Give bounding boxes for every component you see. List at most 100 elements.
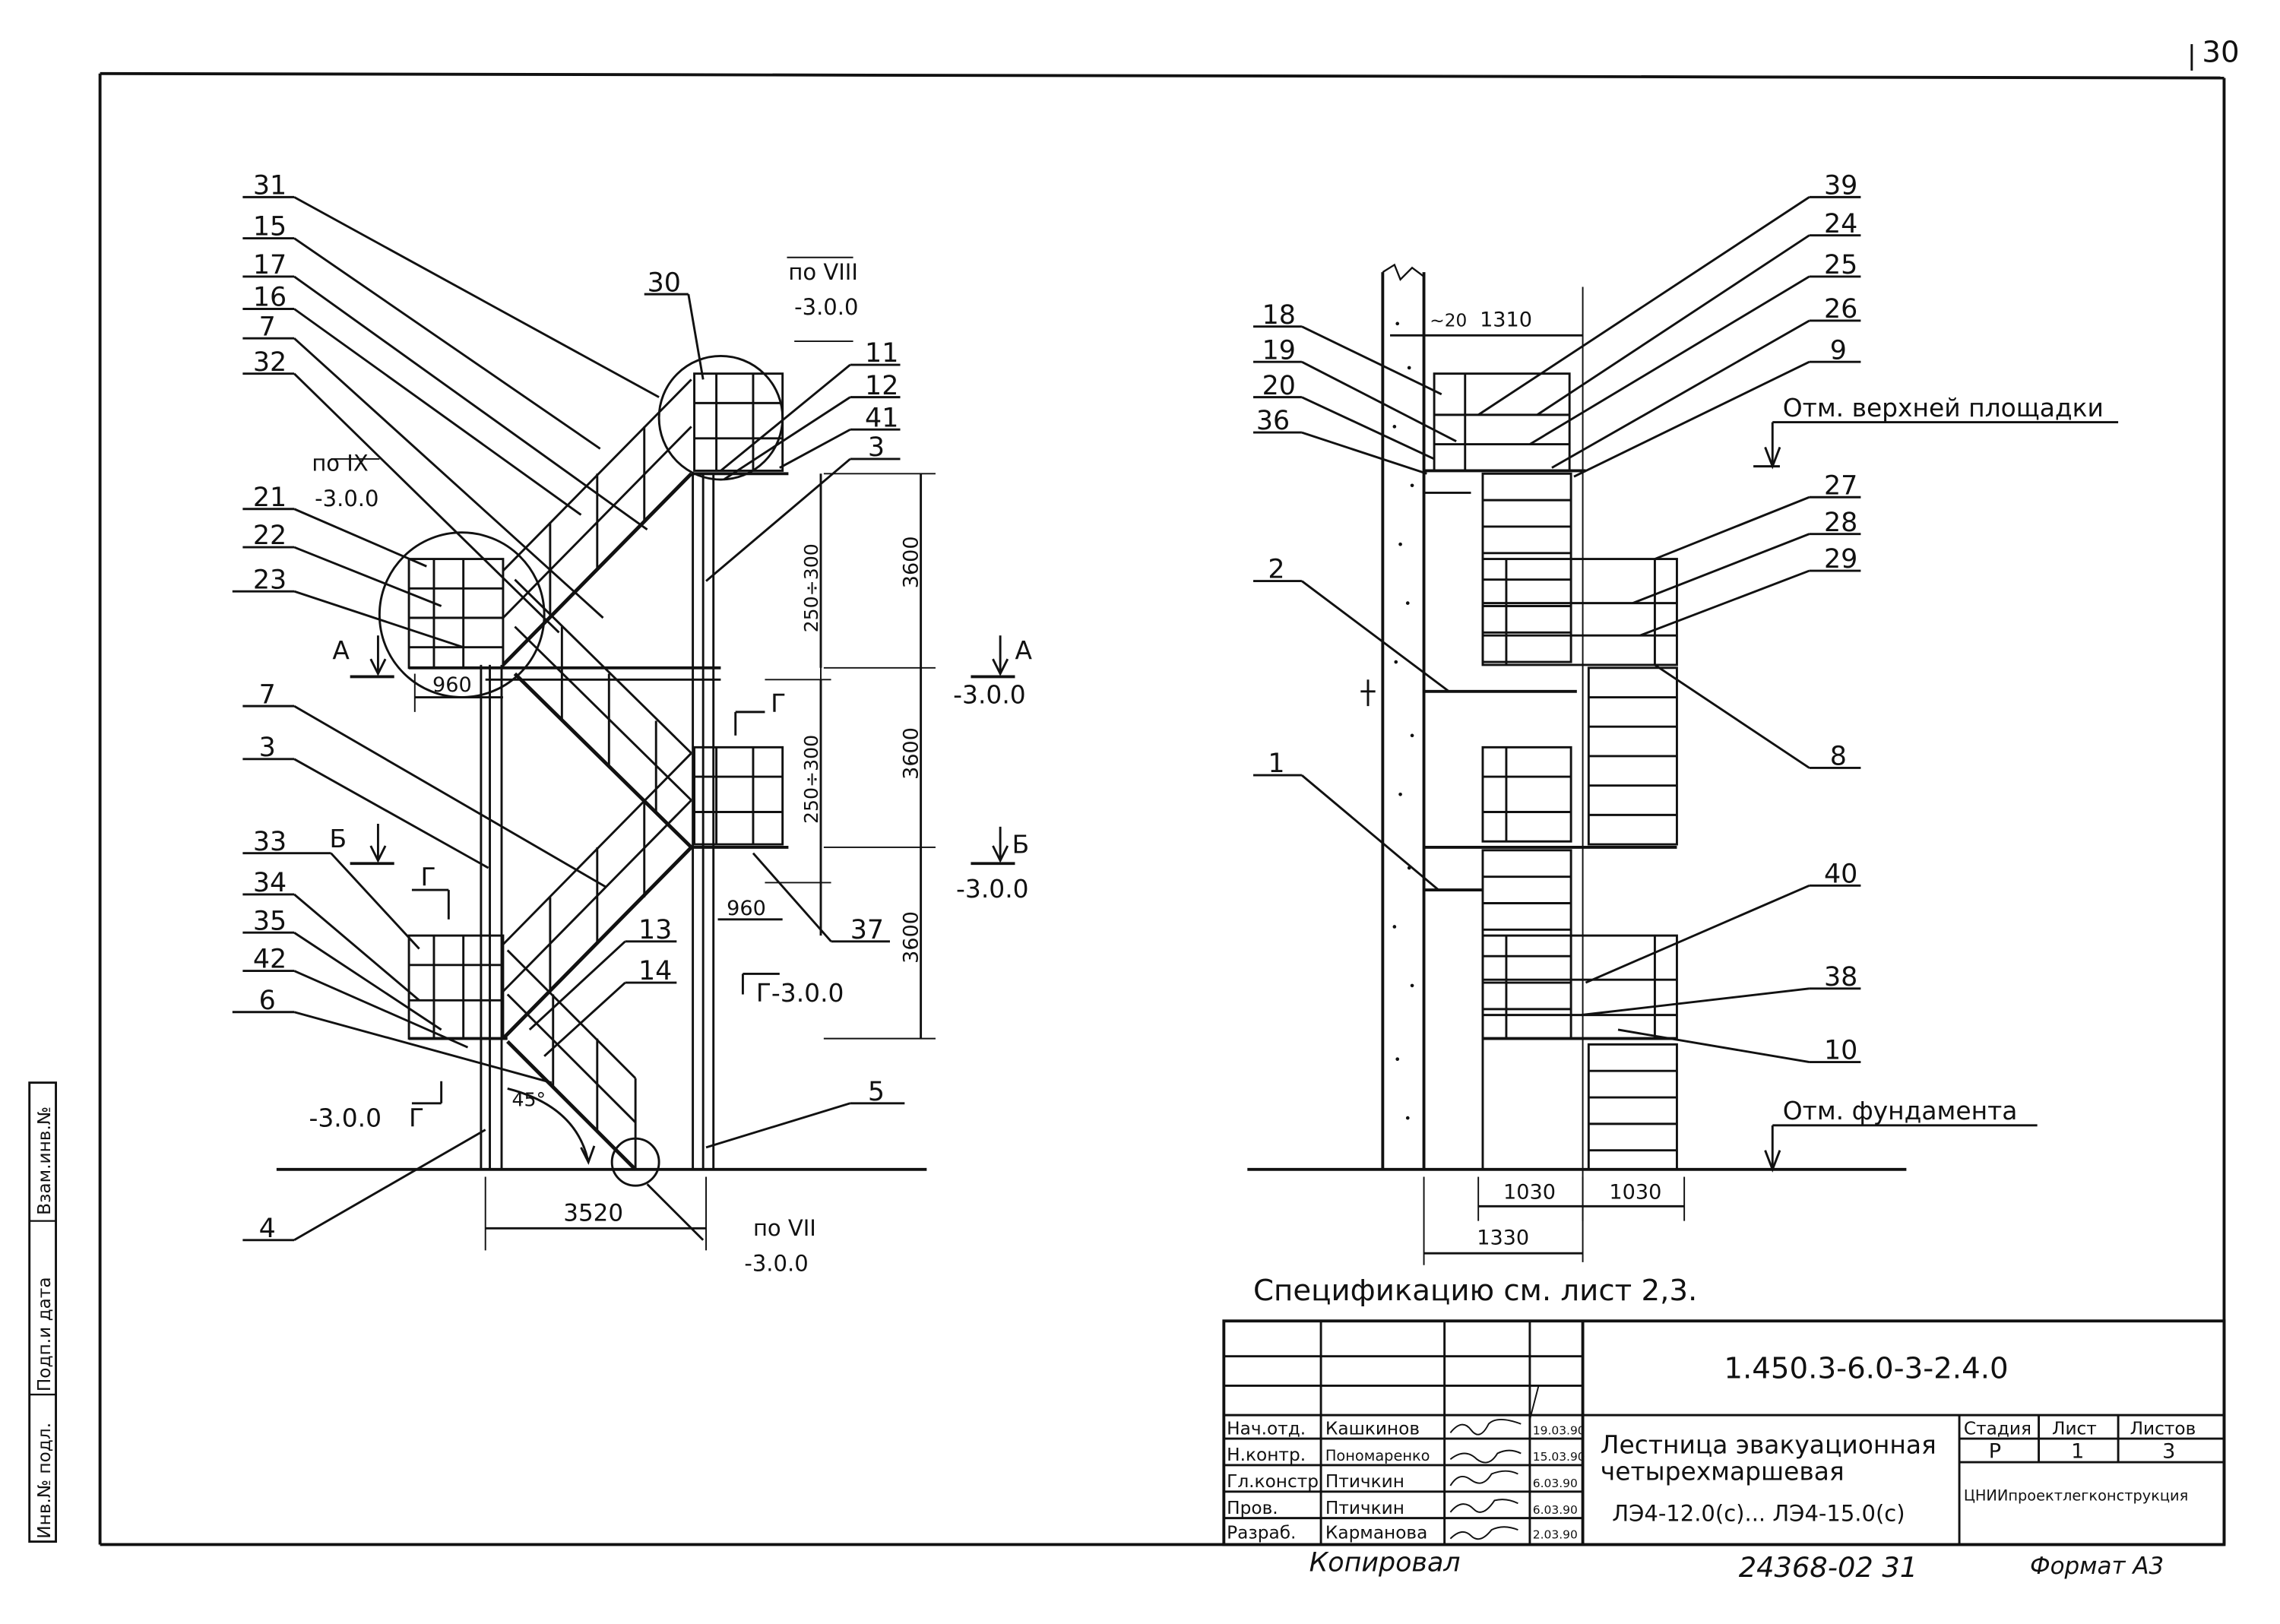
- left-elevation: [232, 195, 1015, 1251]
- callout-9: 9: [1830, 335, 1847, 366]
- callout-8: 8: [1830, 742, 1847, 772]
- callout-26: 26: [1824, 294, 1857, 324]
- callout-25: 25: [1824, 250, 1857, 280]
- ref-vii-level: -3.0.0: [744, 1250, 808, 1276]
- callout-27: 27: [1824, 470, 1857, 501]
- section-a-right: А: [1015, 635, 1032, 665]
- callout-21: 21: [253, 483, 287, 513]
- dim-angle: 45°: [512, 1089, 546, 1111]
- callout-7b: 7: [259, 679, 276, 710]
- stamp-cell-2: Подп.и дата: [34, 1277, 55, 1391]
- dim-960-left: 960: [432, 673, 472, 697]
- callout-42: 42: [253, 945, 287, 975]
- role-1: Нач.отд.: [1227, 1418, 1306, 1439]
- dim-1310: 1310: [1480, 309, 1532, 332]
- ref-viii: по VIII: [788, 259, 857, 285]
- callout-23: 23: [253, 565, 287, 595]
- dim-h3: 3600: [900, 911, 923, 964]
- name-5: Карманова: [1325, 1523, 1427, 1543]
- callout-11: 11: [865, 338, 898, 369]
- dim-1030-a: 1030: [1503, 1181, 1556, 1205]
- right-dimensions: ~20 1310 1030 1030 1330: [1430, 309, 1661, 1250]
- role-5: Разраб.: [1227, 1523, 1296, 1543]
- dim-h1: 3600: [900, 536, 923, 588]
- format-label: Формат А3: [2030, 1553, 2164, 1580]
- level-bottom-label: Отм. фундамента: [1783, 1096, 2018, 1125]
- mid-callouts: 30 11 12 41 3 13 14 37 5: [638, 268, 898, 1107]
- dim-960-mid: 960: [727, 897, 766, 920]
- callout-33: 33: [253, 827, 287, 857]
- dim-offset: ~20: [1430, 311, 1467, 331]
- role-2: Н.контр.: [1227, 1445, 1306, 1465]
- dim-3520: 3520: [563, 1200, 623, 1227]
- left-dimensions: 960 960 3520 45° 3600 3600 3600 250÷300 …: [432, 536, 923, 1227]
- callout-18: 18: [1262, 300, 1296, 331]
- callout-38: 38: [1824, 962, 1857, 992]
- name-3: Птичкин: [1325, 1471, 1404, 1492]
- section-g-mid: Г: [771, 689, 786, 718]
- copied-label: Копировал: [1309, 1547, 1461, 1578]
- spec-note: Спецификацию см. лист 2,3.: [1253, 1274, 1697, 1308]
- name-4: Птичкин: [1325, 1498, 1404, 1518]
- archive-number: 24368-02 31: [1739, 1551, 1917, 1584]
- wall-hatch: [1392, 321, 1414, 1120]
- role-3: Гл.констр: [1227, 1471, 1319, 1492]
- callout-30: 30: [648, 268, 681, 298]
- callout-15: 15: [253, 212, 287, 242]
- callout-5: 5: [868, 1077, 885, 1107]
- dim-gap1: 250÷300: [800, 543, 822, 632]
- section-a-level: -3.0.0: [953, 679, 1026, 709]
- callout-19: 19: [1262, 335, 1296, 366]
- section-a-left: А: [332, 635, 350, 665]
- dim-1030-b: 1030: [1609, 1181, 1661, 1205]
- callout-10: 10: [1824, 1036, 1857, 1066]
- callout-3a: 3: [259, 733, 276, 763]
- callout-16: 16: [253, 283, 287, 313]
- sheet-header: Лист: [2052, 1418, 2097, 1439]
- page-number: 30: [2202, 35, 2239, 69]
- section-b-left: Б: [330, 824, 347, 853]
- stamp-cell-1: Инв.№ подл.: [34, 1423, 55, 1539]
- callout-41: 41: [865, 403, 898, 433]
- callout-22: 22: [253, 521, 287, 551]
- drawing-code: 1.450.3-6.0-3-2.4.0: [1724, 1352, 2008, 1386]
- dim-h2: 3600: [900, 727, 923, 780]
- sheet-value: 1: [2071, 1439, 2084, 1463]
- callout-4: 4: [259, 1214, 276, 1244]
- title-line-2: четырехмаршевая: [1601, 1456, 1845, 1486]
- callout-1: 1: [1268, 749, 1284, 779]
- sheets-value: 3: [2162, 1439, 2175, 1463]
- callout-3b: 3: [868, 432, 885, 463]
- section-g-level: -3.0.0: [309, 1103, 382, 1133]
- side-stamp: Инв.№ подл. Подп.и дата Взам.инв.№: [28, 1081, 57, 1543]
- name-1: Кашкинов: [1325, 1418, 1420, 1439]
- callout-12: 12: [865, 371, 898, 401]
- title-block: [1222, 1319, 2226, 1546]
- section-g-bottom: Г: [409, 1103, 424, 1133]
- stamp-cell-3: Взам.инв.№: [34, 1106, 55, 1215]
- title-line-1: Лестница эвакуационная: [1601, 1429, 1936, 1459]
- callout-29: 29: [1824, 544, 1857, 575]
- callout-39: 39: [1824, 171, 1857, 201]
- left-refs: по VIII -3.0.0 по IX -3.0.0 по VII -3.0.…: [312, 259, 858, 1277]
- left-sections: А А -3.0.0 Б Б -3.0.0 Г Г Г-3.0.0 -3.0.0…: [309, 635, 1032, 1133]
- left-callouts: 31 15 17 16 7 32 21 22 23 7 3 33 34 35 4…: [253, 171, 287, 1244]
- date-4: 6.03.90: [1533, 1503, 1578, 1517]
- callout-36: 36: [1256, 406, 1290, 436]
- callout-34: 34: [253, 868, 287, 898]
- callout-40: 40: [1824, 859, 1857, 889]
- callout-2: 2: [1268, 555, 1284, 585]
- callout-13: 13: [638, 915, 672, 945]
- section-b-right: Б: [1012, 830, 1030, 859]
- callout-31: 31: [253, 171, 287, 201]
- date-3: 6.03.90: [1533, 1477, 1578, 1490]
- stage-value: Р: [1989, 1439, 2001, 1463]
- right-callouts: 18 19 20 36 2 1 39 24 25 26 9 27 28 29 8…: [1256, 171, 1857, 1066]
- org-name: ЦНИИпроектлегконструкция: [1964, 1486, 2188, 1504]
- role-4: Пров.: [1227, 1498, 1278, 1518]
- section-g-top: Г: [421, 862, 436, 891]
- callout-35: 35: [253, 906, 287, 936]
- signatures: [1449, 1385, 1540, 1540]
- date-1: 19.03.90: [1533, 1423, 1585, 1437]
